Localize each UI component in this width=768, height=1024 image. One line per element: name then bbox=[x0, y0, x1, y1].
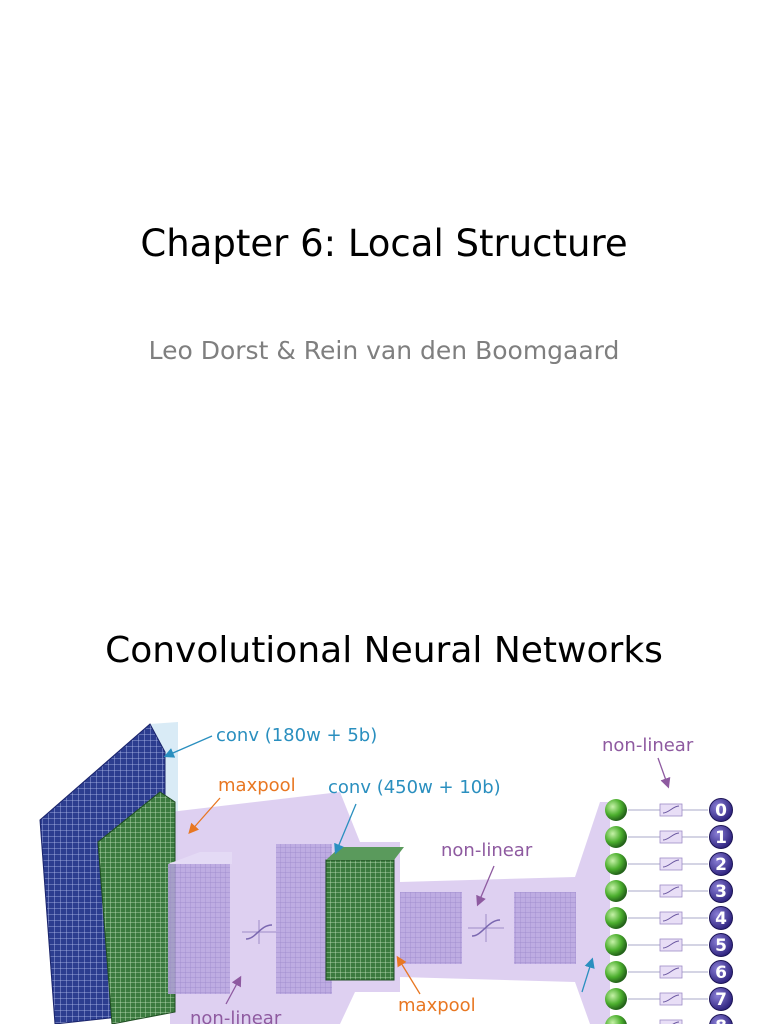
title-slide: Chapter 6: Local Structure Leo Dorst & R… bbox=[140, 222, 628, 365]
sigmoid-symbol bbox=[468, 914, 504, 942]
output-class-node bbox=[709, 852, 733, 876]
output-class-label: 0 bbox=[715, 801, 727, 821]
slide-title: Chapter 6: Local Structure bbox=[140, 222, 628, 265]
maxpool2-layer bbox=[400, 892, 462, 964]
sigmoid-icon bbox=[662, 913, 680, 922]
nonlinear-bottom-label: non-linear bbox=[190, 1008, 282, 1024]
sigmoid-symbol bbox=[242, 920, 276, 944]
sigmoid-icon bbox=[662, 832, 680, 841]
maxpool2-arrow bbox=[396, 955, 421, 995]
output-class-label: 5 bbox=[715, 936, 727, 956]
output-class-node bbox=[709, 933, 733, 957]
output-class-node bbox=[709, 1014, 733, 1024]
neuron-node bbox=[605, 961, 627, 983]
neuron-node bbox=[605, 988, 627, 1010]
maxpool2-label: maxpool bbox=[398, 995, 476, 1016]
sigmoid-icon bbox=[662, 886, 680, 895]
neuron-node bbox=[605, 799, 627, 821]
sigmoid-icon bbox=[662, 859, 680, 868]
conv1-arrow bbox=[163, 735, 213, 758]
slide-subtitle: Leo Dorst & Rein van den Boomgaard bbox=[148, 336, 620, 365]
fc-arrow bbox=[581, 957, 595, 993]
output-class-node bbox=[709, 798, 733, 822]
sigmoid-icon bbox=[662, 994, 680, 1003]
cnn-slide: Convolutional Neural Networks bbox=[0, 580, 768, 1024]
activation-box bbox=[659, 1019, 683, 1024]
network-pipe bbox=[400, 802, 610, 1024]
output-class-label: 2 bbox=[715, 855, 727, 875]
output-class-label: 6 bbox=[715, 963, 727, 983]
nonlinear-mid-label: non-linear bbox=[441, 840, 533, 861]
output-class-node bbox=[709, 987, 733, 1011]
conv2-feature-maps bbox=[325, 847, 404, 981]
slide-title: Convolutional Neural Networks bbox=[105, 630, 663, 671]
sigmoid-icon bbox=[662, 805, 680, 814]
output-class-node bbox=[709, 879, 733, 903]
fc-input-layer bbox=[514, 892, 576, 964]
output-class-node bbox=[709, 906, 733, 930]
output-layer: 0 1 2 3 4 5 6 7 8 bbox=[605, 798, 733, 1024]
cnn-diagram: conv (180w + 5b) maxpool conv (450w + 10… bbox=[39, 722, 733, 1024]
output-class-label: 7 bbox=[715, 990, 727, 1010]
neuron-node bbox=[605, 1015, 627, 1024]
nonlinear-mid-arrow bbox=[476, 865, 495, 907]
neuron-node bbox=[605, 853, 627, 875]
neuron-node bbox=[605, 934, 627, 956]
nonlinear-top-label: non-linear bbox=[602, 735, 694, 756]
maxpool1-label: maxpool bbox=[218, 775, 296, 796]
conv2-label: conv (450w + 10b) bbox=[328, 777, 501, 798]
conv2-input-layer bbox=[276, 844, 332, 994]
neuron-node bbox=[605, 826, 627, 848]
maxpool1-layer bbox=[168, 852, 232, 994]
neuron-node bbox=[605, 880, 627, 902]
output-class-label: 4 bbox=[715, 909, 727, 929]
sigmoid-icon bbox=[662, 967, 680, 976]
nonlinear-top-arrow bbox=[657, 757, 671, 789]
maxpool1-arrow bbox=[188, 797, 221, 834]
output-class-label: 8 bbox=[715, 1017, 727, 1024]
nonlinear-bottom-arrow bbox=[225, 975, 242, 1005]
output-class-node bbox=[709, 825, 733, 849]
conv1-label: conv (180w + 5b) bbox=[216, 725, 377, 746]
sigmoid-icon bbox=[662, 940, 680, 949]
sigmoid-icon bbox=[672, 1021, 680, 1024]
conv2-arrow bbox=[334, 803, 357, 855]
neuron-node bbox=[605, 907, 627, 929]
output-class-label: 1 bbox=[715, 828, 727, 848]
output-class-label: 3 bbox=[715, 882, 727, 902]
output-class-node bbox=[709, 960, 733, 984]
